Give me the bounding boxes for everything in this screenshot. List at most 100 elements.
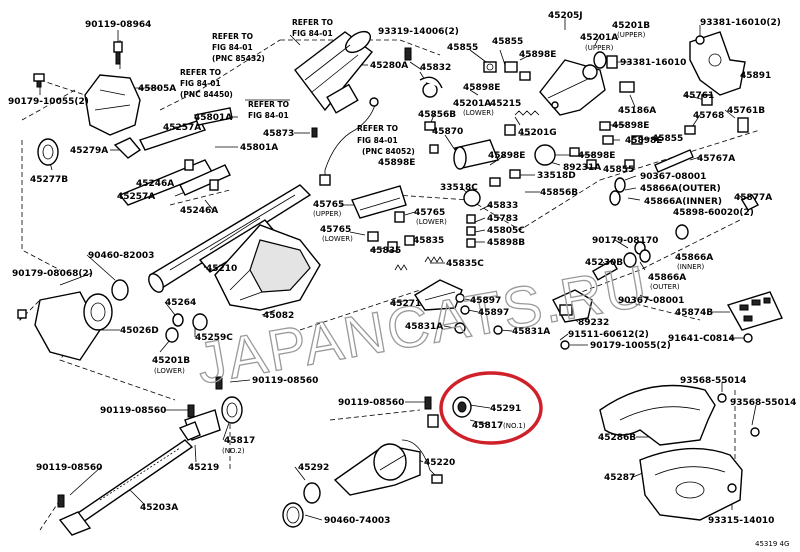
part-label[interactable]: 45201B <box>152 356 190 366</box>
part-label[interactable]: 45765 <box>320 225 351 235</box>
part-label[interactable]: 93315-14010 <box>708 516 774 526</box>
part-label[interactable]: 45280A <box>370 61 408 71</box>
part-label[interactable]: 90367-08001 <box>618 296 684 306</box>
part-label[interactable]: 45287 <box>604 473 635 483</box>
part-label[interactable]: 45855 <box>603 165 634 175</box>
part-label[interactable]: 45767A <box>697 154 735 164</box>
part-label[interactable]: 45186A <box>618 106 656 116</box>
part-label[interactable]: 45259C <box>195 333 233 343</box>
part-label[interactable]: 45835 <box>413 236 444 246</box>
part-label[interactable]: 45246A <box>136 179 174 189</box>
part-label[interactable]: 45246A <box>180 206 218 216</box>
part-label[interactable]: 45761B <box>727 106 765 116</box>
part-label[interactable]: 90119-08964 <box>85 20 151 30</box>
part-label[interactable]: 90179-10055(2) <box>8 97 89 107</box>
part-label[interactable]: 45898E <box>612 121 649 131</box>
part-label[interactable]: 45783 <box>487 214 518 224</box>
part-label[interactable]: 45205J <box>548 11 583 21</box>
part-label[interactable]: 90460-74003 <box>324 516 390 526</box>
part-label[interactable]: 45271 <box>390 299 421 309</box>
part-label[interactable]: 90119-08560 <box>36 463 102 473</box>
part-label[interactable]: 45201G <box>518 128 557 138</box>
part-label[interactable]: 93381-16010(2) <box>700 18 781 28</box>
part-label[interactable]: 45856B <box>418 110 456 120</box>
part-label[interactable]: 93568-55014 <box>730 398 796 408</box>
part-label[interactable]: 45279A <box>70 146 108 156</box>
part-label[interactable]: 90119-08560 <box>338 398 404 408</box>
part-label[interactable]: 45761 <box>683 91 714 101</box>
part-label[interactable]: 45026D <box>120 326 159 336</box>
part-label[interactable]: 45210 <box>206 264 237 274</box>
part-label[interactable]: 45831A <box>405 322 443 332</box>
part-label[interactable]: 45817 <box>472 421 503 431</box>
part-label[interactable]: 89231A <box>563 163 601 173</box>
part-label[interactable]: 45831A <box>512 327 550 337</box>
part-label[interactable]: 45855 <box>492 37 523 47</box>
part-label[interactable]: 45230B <box>585 258 623 268</box>
part-label[interactable]: 91641-C0814 <box>668 334 735 344</box>
part-label[interactable]: 45219 <box>188 463 219 473</box>
part-label[interactable]: 93568-55014 <box>680 376 746 386</box>
part-label[interactable]: 45873 <box>263 129 294 139</box>
part-label[interactable]: 45898B <box>487 238 525 248</box>
part-label[interactable]: 45870 <box>432 127 463 137</box>
part-label[interactable]: 45765 <box>313 200 344 210</box>
part-label[interactable]: 45898E <box>625 136 662 146</box>
part-label[interactable]: 45203A <box>140 503 178 513</box>
part-label[interactable]: 45874B <box>675 308 713 318</box>
part-label[interactable]: 45897 <box>470 296 501 306</box>
part-label[interactable]: 45866A(INNER) <box>644 197 722 207</box>
part-label[interactable]: 45898E <box>463 83 500 93</box>
part-label[interactable]: 45897 <box>478 308 509 318</box>
part-label[interactable]: 45082 <box>263 311 294 321</box>
part-label[interactable]: 89232 <box>578 318 609 328</box>
part-label[interactable]: 45898E <box>378 158 415 168</box>
part-label[interactable]: 90460-82003 <box>88 251 154 261</box>
part-label[interactable]: 91511-60612(2) <box>568 330 649 340</box>
part-label[interactable]: 45286B <box>598 433 636 443</box>
part-label[interactable]: 93319-14006(2) <box>378 27 459 37</box>
part-label[interactable]: 45866A <box>648 273 686 283</box>
part-label[interactable]: 45292 <box>298 463 329 473</box>
part-label[interactable]: 90367-08001 <box>640 172 706 182</box>
part-label[interactable]: 45866A(OUTER) <box>640 184 721 194</box>
part-label[interactable]: 90179-08170 <box>592 236 658 246</box>
part-label[interactable]: 45833 <box>487 201 518 211</box>
part-label[interactable]: 45898-60020(2) <box>673 208 754 218</box>
part-label[interactable]: 45856B <box>540 188 578 198</box>
part-label[interactable]: 45801A <box>240 143 278 153</box>
part-label[interactable]: 45898E <box>519 50 556 60</box>
part-label[interactable]: 45765 <box>414 208 445 218</box>
part-label[interactable]: 45768 <box>693 111 724 121</box>
part-label[interactable]: 93381-16010 <box>620 58 686 68</box>
part-label[interactable]: 33518C <box>440 183 478 193</box>
part-label[interactable]: 90119-08560 <box>100 406 166 416</box>
part-label[interactable]: 45855 <box>447 43 478 53</box>
part-label[interactable]: 45835 <box>370 246 401 256</box>
part-label[interactable]: 90179-08068(2) <box>12 269 93 279</box>
part-label[interactable]: 45277B <box>30 175 68 185</box>
part-label[interactable]: 90179-10055(2) <box>590 341 671 351</box>
part-label[interactable]: 45201A <box>580 33 618 43</box>
part-label[interactable]: 45835C <box>446 259 484 269</box>
part-label[interactable]: 45891 <box>740 71 771 81</box>
part-label[interactable]: 45832 <box>420 63 451 73</box>
part-label[interactable]: 45257A <box>163 123 201 133</box>
part-label[interactable]: 90119-08560 <box>252 376 318 386</box>
part-label[interactable]: 45855 <box>652 134 683 144</box>
part-label[interactable]: 45801A <box>194 113 232 123</box>
part-label[interactable]: 33518D <box>537 171 576 181</box>
part-label[interactable]: 45215 <box>490 99 521 109</box>
part-label[interactable]: 45264 <box>165 298 196 308</box>
part-label[interactable]: 45866A <box>675 253 713 263</box>
part-label[interactable]: 45291 <box>490 404 521 414</box>
part-label[interactable]: 45817 <box>224 436 255 446</box>
part-label[interactable]: 45201B <box>612 21 650 31</box>
part-label[interactable]: 45805C <box>487 226 525 236</box>
part-label[interactable]: 45898E <box>488 151 525 161</box>
part-label[interactable]: 45257A <box>117 192 155 202</box>
part-label[interactable]: 45220 <box>424 458 455 468</box>
part-label[interactable]: 45201A <box>453 99 491 109</box>
part-label[interactable]: 45805A <box>138 84 176 94</box>
part-label[interactable]: 45877A <box>734 193 772 203</box>
